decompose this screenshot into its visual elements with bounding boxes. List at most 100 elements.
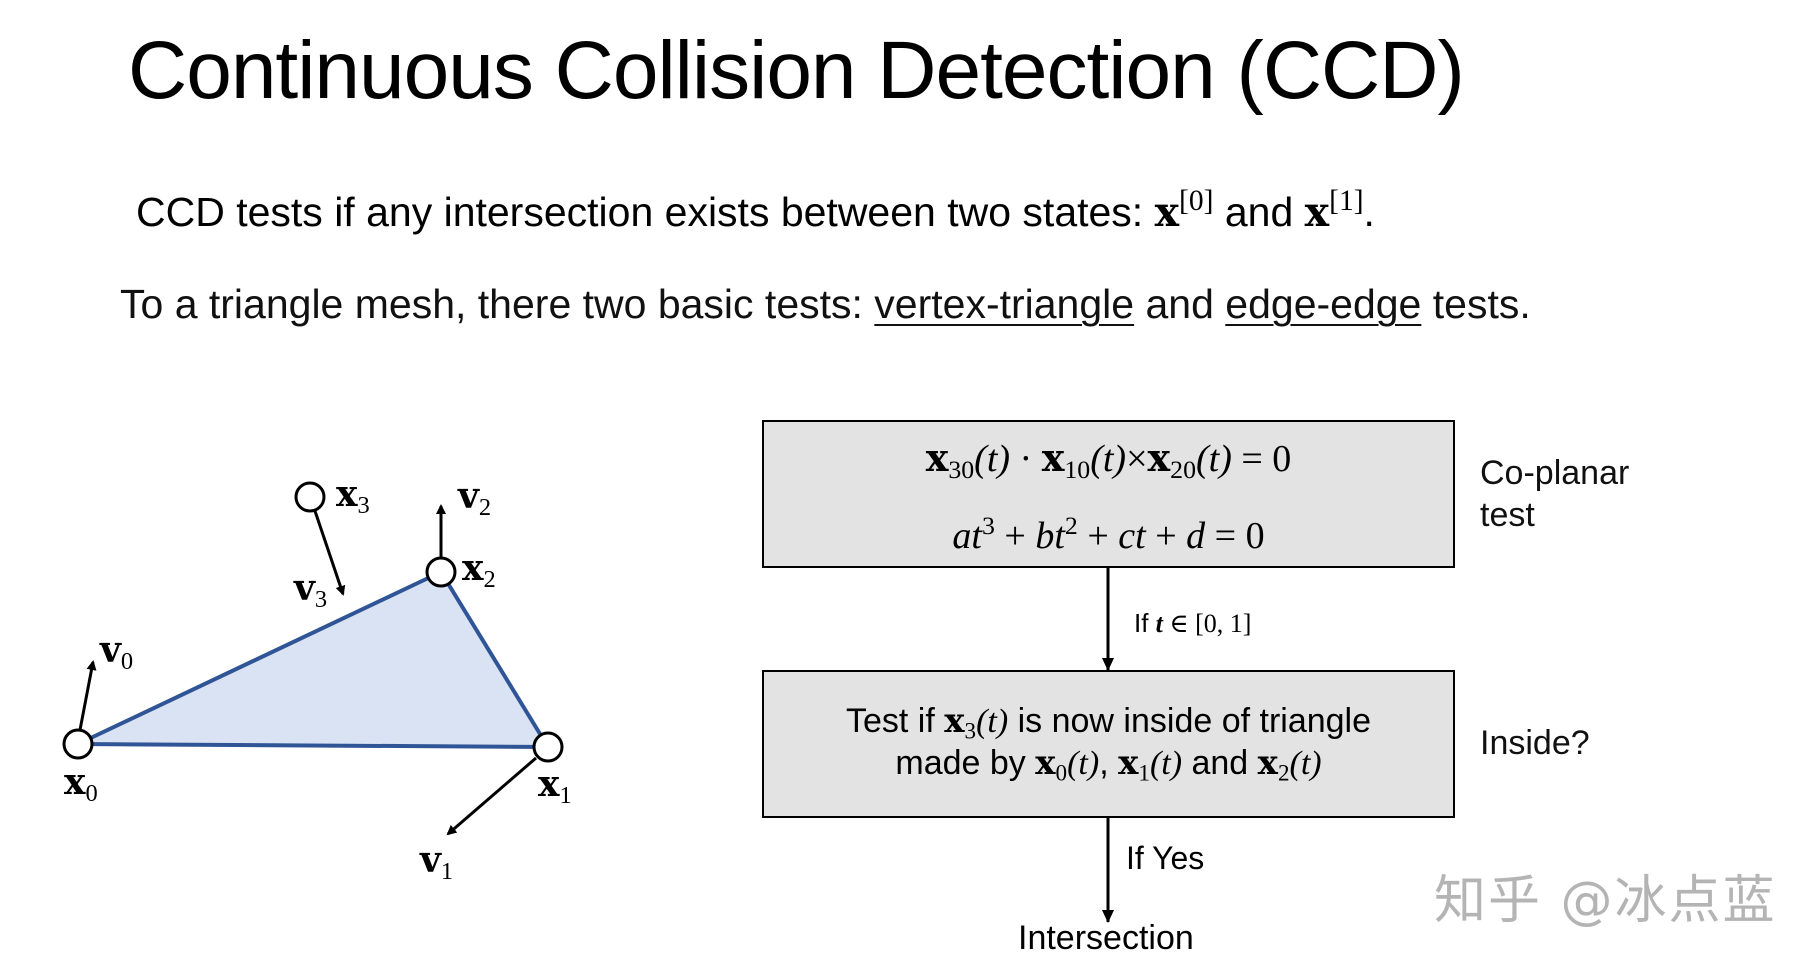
cubic-at-sup: 3 xyxy=(981,511,995,540)
label-v2-sub: 2 xyxy=(478,493,492,521)
cubic-bt-sup: 2 xyxy=(1064,511,1078,540)
coplanar-equation: x30(t) · x10(t)×x20(t) = 0 xyxy=(764,436,1453,492)
watermark: 知乎 @冰点蓝 xyxy=(1434,871,1777,931)
inside-and: and xyxy=(1182,744,1258,782)
inside-test-line2: made by x0(t), x1(t) and x2(t) xyxy=(764,742,1453,794)
eq-rhs: = 0 xyxy=(1231,438,1292,480)
inside-comma: , xyxy=(1099,744,1119,782)
vertex-x2 xyxy=(425,556,457,588)
cubic-d: d xyxy=(1186,515,1206,558)
coplanar-label-line2: test xyxy=(1480,496,1535,534)
eq-t2: (t) xyxy=(1090,438,1127,480)
cubic-plus2: + xyxy=(1077,515,1119,558)
inside-test-box: Test if x3(t) is now inside of triangle … xyxy=(762,670,1455,818)
basic-tests-description: To a triangle mesh, there two basic test… xyxy=(120,279,1531,329)
cubic-bt: bt xyxy=(1035,515,1065,558)
cubic-equation: at3 + bt2 + ct + d = 0 xyxy=(764,504,1453,558)
eq-t1: (t) xyxy=(974,438,1011,480)
inside-label: Inside? xyxy=(1480,724,1590,762)
condition-prefix: If xyxy=(1134,608,1156,638)
inside-test-line1: Test if x3(t) is now inside of triangle xyxy=(764,700,1453,752)
label-v2: v2 xyxy=(458,476,491,528)
v0-arrow xyxy=(78,660,97,731)
triangle-face xyxy=(76,570,550,749)
eq-x30-sub: 30 xyxy=(948,455,975,485)
basic-tests-mid: and xyxy=(1134,281,1226,327)
inside-x3-sub: 3 xyxy=(964,718,977,745)
inside-x1-sub: 1 xyxy=(1138,760,1150,787)
edge-edge-link: edge-edge xyxy=(1225,281,1422,327)
inside-x1-t: (t) xyxy=(1149,745,1183,782)
label-x3-sub: 3 xyxy=(357,491,370,519)
coplanar-test-box: x30(t) · x10(t)×x20(t) = 0 at3 + bt2 + c… xyxy=(762,420,1455,568)
label-v1-sub: 1 xyxy=(440,857,454,885)
vertex-x3 xyxy=(294,481,326,513)
eq-x20: x xyxy=(1147,435,1171,480)
label-v3-base: v xyxy=(294,567,315,609)
state1-symbol: x xyxy=(1304,188,1330,237)
label-v0-base: v xyxy=(100,629,121,671)
inside-x2: x xyxy=(1257,743,1278,783)
vertex-triangle-link: vertex-triangle xyxy=(874,281,1135,327)
and-text: and xyxy=(1213,189,1305,236)
label-x3-base: x xyxy=(336,473,358,515)
label-x2-sub: 2 xyxy=(483,565,496,593)
label-x1-base: x xyxy=(538,763,560,805)
label-x2: x2 xyxy=(462,548,496,600)
eq-t3: (t) xyxy=(1195,438,1232,480)
state0-symbol: x xyxy=(1154,188,1180,237)
basic-tests-prefix: To a triangle mesh, there two basic test… xyxy=(120,281,875,327)
label-v1: v1 xyxy=(420,840,453,892)
vertex-x1 xyxy=(532,731,564,763)
label-x2-base: x xyxy=(462,547,484,589)
label-v0-sub: 0 xyxy=(120,647,134,675)
inside-line1-post: is now inside of triangle xyxy=(1008,702,1372,740)
v1-arrow xyxy=(446,756,537,836)
inside-x0-t: (t) xyxy=(1067,745,1100,782)
label-x0-base: x xyxy=(64,761,86,803)
inside-x0: x xyxy=(1035,743,1056,783)
eq-x30: x xyxy=(925,435,949,480)
label-x0-sub: 0 xyxy=(85,779,98,807)
condition-range: ∈ [0, 1] xyxy=(1162,609,1252,638)
ccd-description: CCD tests if any intersection exists bet… xyxy=(136,176,1375,237)
label-v3: v3 xyxy=(294,568,327,620)
cubic-rhs: = 0 xyxy=(1205,515,1265,558)
inside-x3-t: (t) xyxy=(976,703,1009,740)
basic-tests-suffix: tests. xyxy=(1421,281,1531,327)
label-x0: x0 xyxy=(64,762,98,814)
eq-cross: × xyxy=(1126,438,1148,480)
eq-x20-sub: 20 xyxy=(1170,455,1196,485)
state1-superscript: [1] xyxy=(1329,185,1364,217)
label-x1-sub: 1 xyxy=(559,781,572,809)
label-x3: x3 xyxy=(336,474,370,526)
eq-x10: x xyxy=(1041,435,1065,480)
vertex-x0 xyxy=(62,728,94,760)
inside-line1-pre: Test if xyxy=(845,702,945,740)
intersection-result: Intersection xyxy=(1018,919,1194,957)
cubic-plus1: + xyxy=(994,515,1036,558)
inside-x0-sub: 0 xyxy=(1055,760,1068,787)
inside-x1: x xyxy=(1118,743,1139,783)
label-v1-base: v xyxy=(420,839,441,881)
v3-arrow xyxy=(313,510,346,596)
label-v3-sub: 3 xyxy=(314,585,328,613)
if-yes-label: If Yes xyxy=(1126,840,1205,876)
coplanar-label-line1: Co-planar xyxy=(1480,454,1630,492)
cubic-plus3: + xyxy=(1145,515,1187,558)
label-v0: v0 xyxy=(100,630,133,682)
cubic-at: at xyxy=(952,515,982,558)
label-x1: x1 xyxy=(538,764,572,816)
eq-dot: · xyxy=(1010,438,1042,480)
eq-x10-sub: 10 xyxy=(1064,455,1091,485)
state0-superscript: [0] xyxy=(1179,185,1214,217)
cubic-ct: ct xyxy=(1118,515,1146,558)
inside-line2-pre: made by xyxy=(895,744,1036,782)
slide-title: Continuous Collision Detection (CCD) xyxy=(128,25,1465,116)
ccd-description-text: CCD tests if any intersection exists bet… xyxy=(136,189,1155,236)
inside-x3: x xyxy=(944,701,965,741)
condition-var: t xyxy=(1155,609,1163,638)
condition-label: If t ∈ [0, 1] xyxy=(1134,608,1251,639)
inside-x2-sub: 2 xyxy=(1277,760,1290,787)
